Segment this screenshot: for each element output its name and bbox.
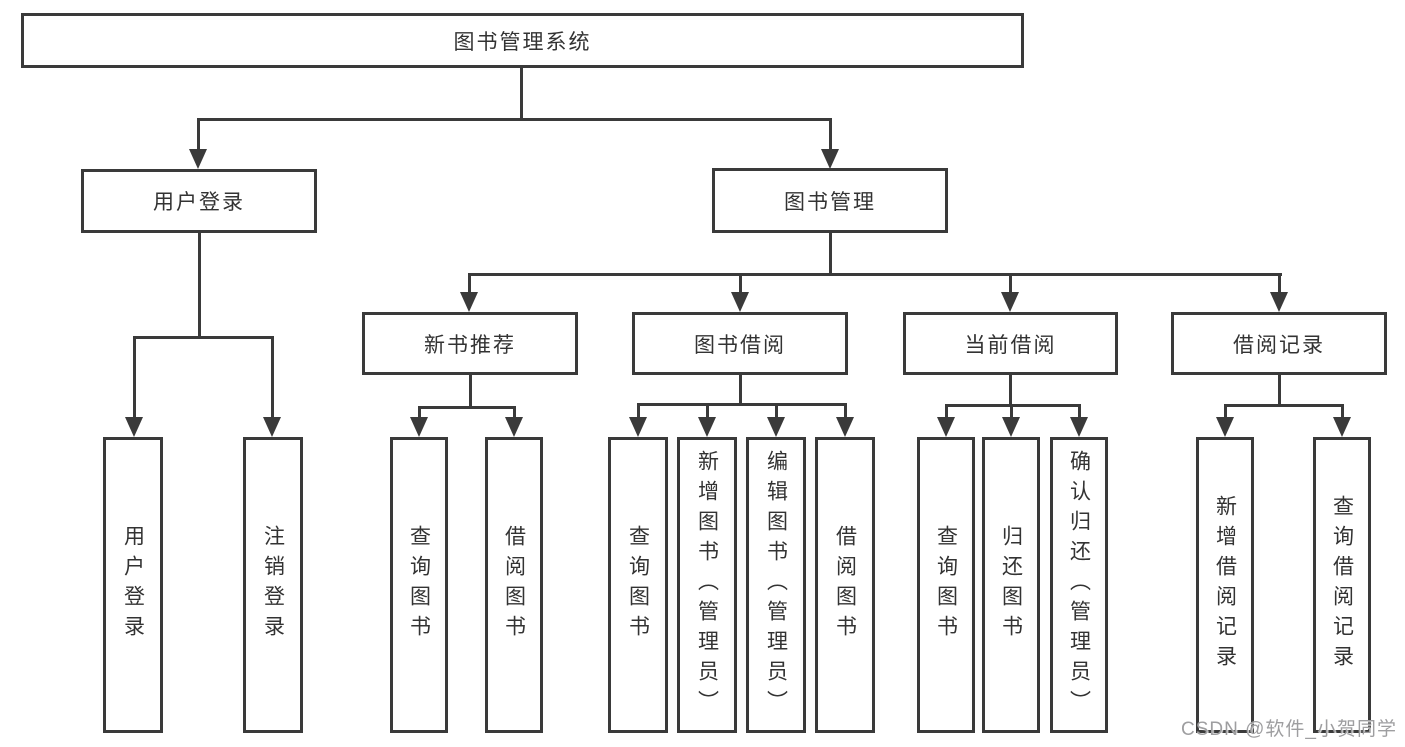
arrow-to-current-borrow — [1001, 292, 1019, 312]
node-cb-confirm-return: 确认归还（管理员） — [1050, 437, 1108, 733]
node-nb-query-book-label: 查询图书 — [407, 525, 431, 645]
arrow-to-book-borrow — [731, 292, 749, 312]
arrow-to-ul-logout — [263, 417, 281, 437]
node-br-add-record-label: 新增借阅记录 — [1213, 495, 1237, 675]
node-br-query-record: 查询借阅记录 — [1313, 437, 1371, 733]
node-cb-return-book: 归还图书 — [982, 437, 1040, 733]
arrow-to-bb-borrow — [836, 417, 854, 437]
node-user-login-label: 用户登录 — [153, 191, 245, 214]
arrow-to-book-mgmt — [821, 149, 839, 169]
node-root-label: 图书管理系统 — [453, 30, 592, 54]
node-cb-query-book: 查询图书 — [917, 437, 975, 733]
node-book-mgmt-label: 图书管理 — [784, 190, 876, 214]
line-to-cb-confirm — [1078, 404, 1081, 421]
node-new-book-rec-label: 新书推荐 — [424, 333, 516, 357]
arrow-to-nb-query — [410, 417, 428, 437]
line-to-bb-add — [706, 403, 709, 421]
line-new-book-rec-horizontal — [418, 406, 516, 409]
node-book-borrow-label: 图书借阅 — [694, 333, 786, 357]
line-to-ul-logout — [271, 336, 274, 421]
node-nb-borrow-book: 借阅图书 — [485, 437, 543, 733]
line-book-borrow-horizontal — [637, 403, 847, 406]
arrow-to-cb-confirm — [1070, 417, 1088, 437]
node-ul-user-login: 用户登录 — [103, 437, 163, 733]
arrow-to-bb-add — [698, 417, 716, 437]
node-ul-user-login-label: 用户登录 — [121, 525, 145, 645]
line-to-bb-edit — [775, 403, 778, 421]
node-bb-add-book: 新增图书（管理员） — [677, 437, 737, 733]
line-user-login-horizontal — [133, 336, 274, 339]
arrow-to-borrow-records — [1270, 292, 1288, 312]
line-borrow-records-horizontal — [1224, 404, 1344, 407]
node-root: 图书管理系统 — [21, 13, 1024, 68]
line-to-borrow-records — [1278, 273, 1281, 296]
node-current-borrow-label: 当前借阅 — [964, 333, 1057, 357]
line-current-borrow-down — [1009, 375, 1012, 407]
line-new-book-rec-down — [469, 375, 472, 409]
node-bb-edit-book: 编辑图书（管理员） — [746, 437, 806, 733]
arrow-to-br-add — [1216, 417, 1234, 437]
node-bb-add-book-label: 新增图书（管理员） — [695, 450, 719, 720]
arrow-to-user-login — [189, 149, 207, 169]
node-ul-logout-label: 注销登录 — [261, 525, 285, 645]
line-to-br-add — [1224, 404, 1227, 421]
node-bb-borrow-book: 借阅图书 — [815, 437, 875, 733]
node-cb-return-book-label: 归还图书 — [999, 525, 1023, 645]
line-level3-horizontal — [468, 273, 1282, 276]
line-user-login-down — [198, 233, 201, 339]
node-ul-logout: 注销登录 — [243, 437, 303, 733]
arrow-to-cb-return — [1002, 417, 1020, 437]
line-borrow-records-down — [1278, 375, 1281, 407]
node-bb-edit-book-label: 编辑图书（管理员） — [764, 450, 788, 720]
line-level2-horizontal — [197, 118, 832, 121]
line-to-bb-borrow — [844, 403, 847, 421]
arrow-to-cb-query — [937, 417, 955, 437]
csdn-watermark: CSDN @软件_小贺同学 — [1181, 719, 1397, 740]
line-to-cb-query — [945, 404, 948, 421]
arrow-to-nb-borrow — [505, 417, 523, 437]
line-to-new-book-rec — [468, 273, 471, 296]
node-cb-confirm-return-label: 确认归还（管理员） — [1067, 450, 1091, 720]
node-br-query-record-label: 查询借阅记录 — [1330, 495, 1354, 675]
node-bb-query-book-label: 查询图书 — [626, 525, 650, 645]
node-book-mgmt: 图书管理 — [712, 168, 948, 233]
node-nb-borrow-book-label: 借阅图书 — [502, 525, 526, 645]
arrow-to-ul-login — [125, 417, 143, 437]
line-current-borrow-horizontal — [945, 404, 1081, 407]
line-to-book-borrow — [739, 273, 742, 296]
node-br-add-record: 新增借阅记录 — [1196, 437, 1254, 733]
line-to-current-borrow — [1009, 273, 1012, 296]
node-nb-query-book: 查询图书 — [390, 437, 448, 733]
line-to-bb-query — [637, 403, 640, 421]
arrow-to-new-book-rec — [460, 292, 478, 312]
arrow-to-bb-edit — [767, 417, 785, 437]
line-to-nb-query — [418, 406, 421, 421]
node-bb-borrow-book-label: 借阅图书 — [833, 525, 857, 645]
line-to-ul-login — [133, 336, 136, 421]
node-current-borrow: 当前借阅 — [903, 312, 1118, 375]
line-to-book-mgmt — [829, 118, 832, 153]
line-to-cb-return — [1010, 404, 1013, 421]
line-to-br-query — [1341, 404, 1344, 421]
line-to-nb-borrow — [513, 406, 516, 421]
arrow-to-bb-query — [629, 417, 647, 437]
line-book-mgmt-down — [829, 233, 832, 276]
node-user-login: 用户登录 — [81, 169, 317, 233]
node-new-book-rec: 新书推荐 — [362, 312, 578, 375]
node-borrow-records: 借阅记录 — [1171, 312, 1387, 375]
node-borrow-records-label: 借阅记录 — [1233, 333, 1325, 357]
node-bb-query-book: 查询图书 — [608, 437, 668, 733]
node-book-borrow: 图书借阅 — [632, 312, 848, 375]
line-to-user-login — [197, 118, 200, 153]
arrow-to-br-query — [1333, 417, 1351, 437]
line-book-borrow-down — [739, 375, 742, 406]
line-root-down — [520, 68, 523, 118]
node-cb-query-book-label: 查询图书 — [934, 525, 958, 645]
